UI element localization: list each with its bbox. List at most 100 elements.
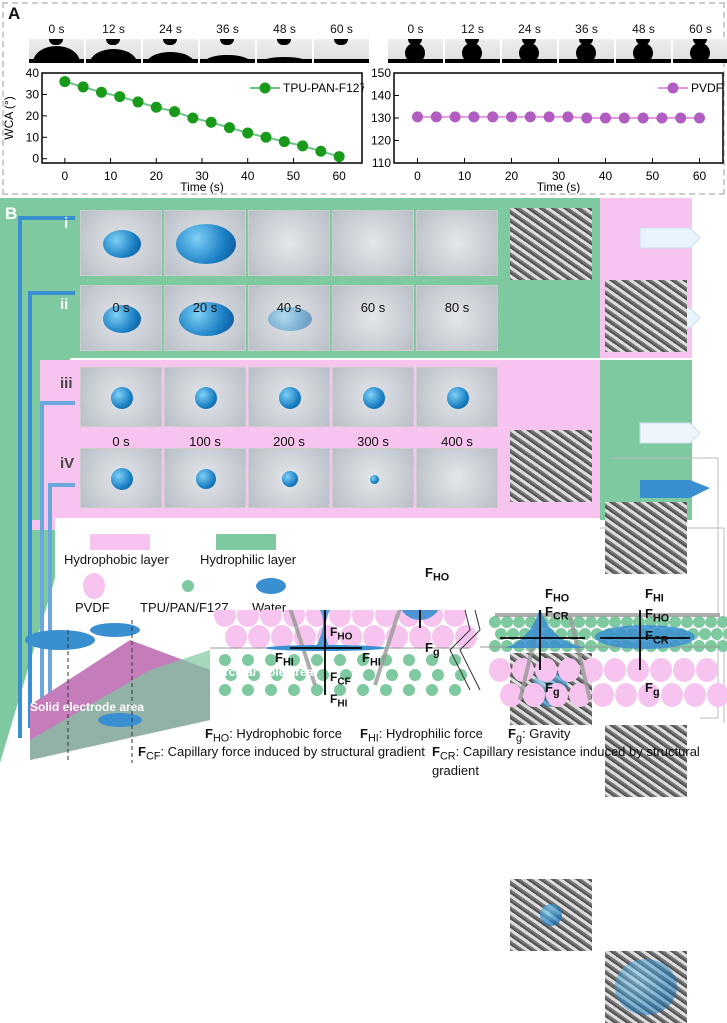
- data-point: [205, 116, 217, 128]
- legend-water-icon: [256, 578, 286, 594]
- sem-image-iv-a: [510, 879, 592, 951]
- droplet-frame: [616, 39, 671, 63]
- x-tick-label: 50: [287, 169, 301, 183]
- tpu-fiber: [403, 684, 415, 696]
- tpu-fiber: [699, 628, 711, 640]
- droplet-photo: [164, 448, 246, 508]
- data-point: [694, 112, 705, 124]
- time-label: 60 s: [360, 300, 386, 315]
- droplet-frame: [86, 39, 141, 63]
- droplet: [519, 43, 539, 63]
- droplet: [405, 43, 425, 63]
- tpu-fiber: [669, 616, 681, 628]
- water-droplet: [447, 387, 469, 409]
- photo-row-iv: [80, 448, 498, 508]
- pvdf-fiber: [638, 683, 660, 707]
- tpu-fiber: [357, 654, 369, 666]
- data-point: [169, 106, 181, 118]
- pvdf-fiber: [260, 610, 282, 627]
- pvdf-fiber: [214, 610, 236, 627]
- time-label: 40 s: [276, 300, 302, 315]
- time-label: 0 s: [112, 300, 130, 315]
- tpu-fiber: [288, 684, 300, 696]
- substrate: [200, 59, 255, 63]
- force-label-fhi-right: FHI: [362, 650, 381, 669]
- sem-image-ii-a: [510, 430, 592, 502]
- droplet-frame: [673, 39, 727, 63]
- definition-fcf: FCF: Capillary force induced by structur…: [138, 744, 425, 763]
- tpu-fiber: [597, 616, 609, 628]
- droplet-photo: [332, 448, 414, 508]
- tpu-fiber: [334, 684, 346, 696]
- data-point: [150, 101, 162, 113]
- tpu-fiber: [711, 628, 723, 640]
- needle: [693, 39, 707, 45]
- legend-tpu-icon: [182, 580, 194, 592]
- x-tick-label: 20: [150, 169, 164, 183]
- tpu-fiber: [288, 654, 300, 666]
- pvdf-fiber: [225, 625, 247, 649]
- tpu-fiber: [311, 684, 323, 696]
- droplet-frame: [257, 39, 312, 63]
- data-point: [132, 96, 144, 108]
- tpu-fiber: [489, 616, 501, 628]
- data-point: [223, 122, 235, 134]
- water-droplet: [111, 468, 133, 490]
- water-droplet: [268, 307, 312, 331]
- time-label: 12 s: [461, 22, 484, 36]
- pvdf-fiber: [444, 610, 466, 627]
- substrate: [86, 59, 141, 63]
- time-label: 36 s: [216, 22, 239, 36]
- data-point: [468, 111, 480, 123]
- data-point: [637, 112, 649, 124]
- pvdf-fiber: [650, 658, 672, 682]
- pvdf-fiber: [592, 683, 614, 707]
- data-point: [600, 112, 611, 124]
- y-tick-label: 30: [26, 87, 40, 101]
- tpu-fiber: [657, 616, 669, 628]
- pvdf-fiber: [340, 625, 362, 649]
- tpu-fiber: [317, 669, 329, 681]
- y-tick-label: 140: [371, 89, 391, 103]
- tpu-fiber: [585, 640, 597, 652]
- panel-b-label: B: [5, 204, 18, 223]
- pvdf-fiber: [432, 625, 454, 649]
- time-label: 400 s: [441, 434, 473, 449]
- tpu-fiber: [242, 684, 254, 696]
- droplet-photo: [416, 367, 498, 427]
- pvdf-fiber: [627, 658, 649, 682]
- droplet: [204, 54, 251, 63]
- force-label-fhi-4: FHI: [645, 586, 664, 605]
- x-tick-label: 0: [62, 169, 69, 183]
- circular-hole-area-label: Circular hole area: [212, 665, 314, 679]
- substrate: [616, 59, 671, 63]
- droplet-photo: [332, 285, 414, 351]
- needle: [579, 39, 593, 45]
- water-droplet: [176, 224, 236, 264]
- force-label-fcr-4: FCR: [645, 628, 669, 647]
- sem-image-i-a: [510, 208, 592, 280]
- solid-electrode-area-label: Solid electrode area: [30, 700, 145, 714]
- tpu-fiber: [705, 616, 717, 628]
- data-point: [656, 112, 668, 124]
- x-tick-label: 40: [241, 169, 255, 183]
- tpu-fiber: [681, 616, 693, 628]
- data-point: [562, 111, 574, 123]
- data-point: [77, 81, 89, 93]
- definition-fho: FHO: Hydrophobic force: [205, 726, 342, 745]
- tpu-fiber: [265, 654, 277, 666]
- tpu-fiber: [340, 669, 352, 681]
- x-tick-label: 50: [646, 169, 660, 183]
- time-label: 200 s: [273, 434, 305, 449]
- data-point: [297, 140, 309, 152]
- time-label: 24 s: [518, 22, 541, 36]
- water-droplet: [103, 230, 141, 258]
- tpu-fiber: [219, 654, 231, 666]
- data-point: [333, 151, 345, 163]
- data-point: [278, 136, 290, 148]
- y-tick-label: 20: [26, 109, 40, 123]
- tpu-fiber: [645, 616, 657, 628]
